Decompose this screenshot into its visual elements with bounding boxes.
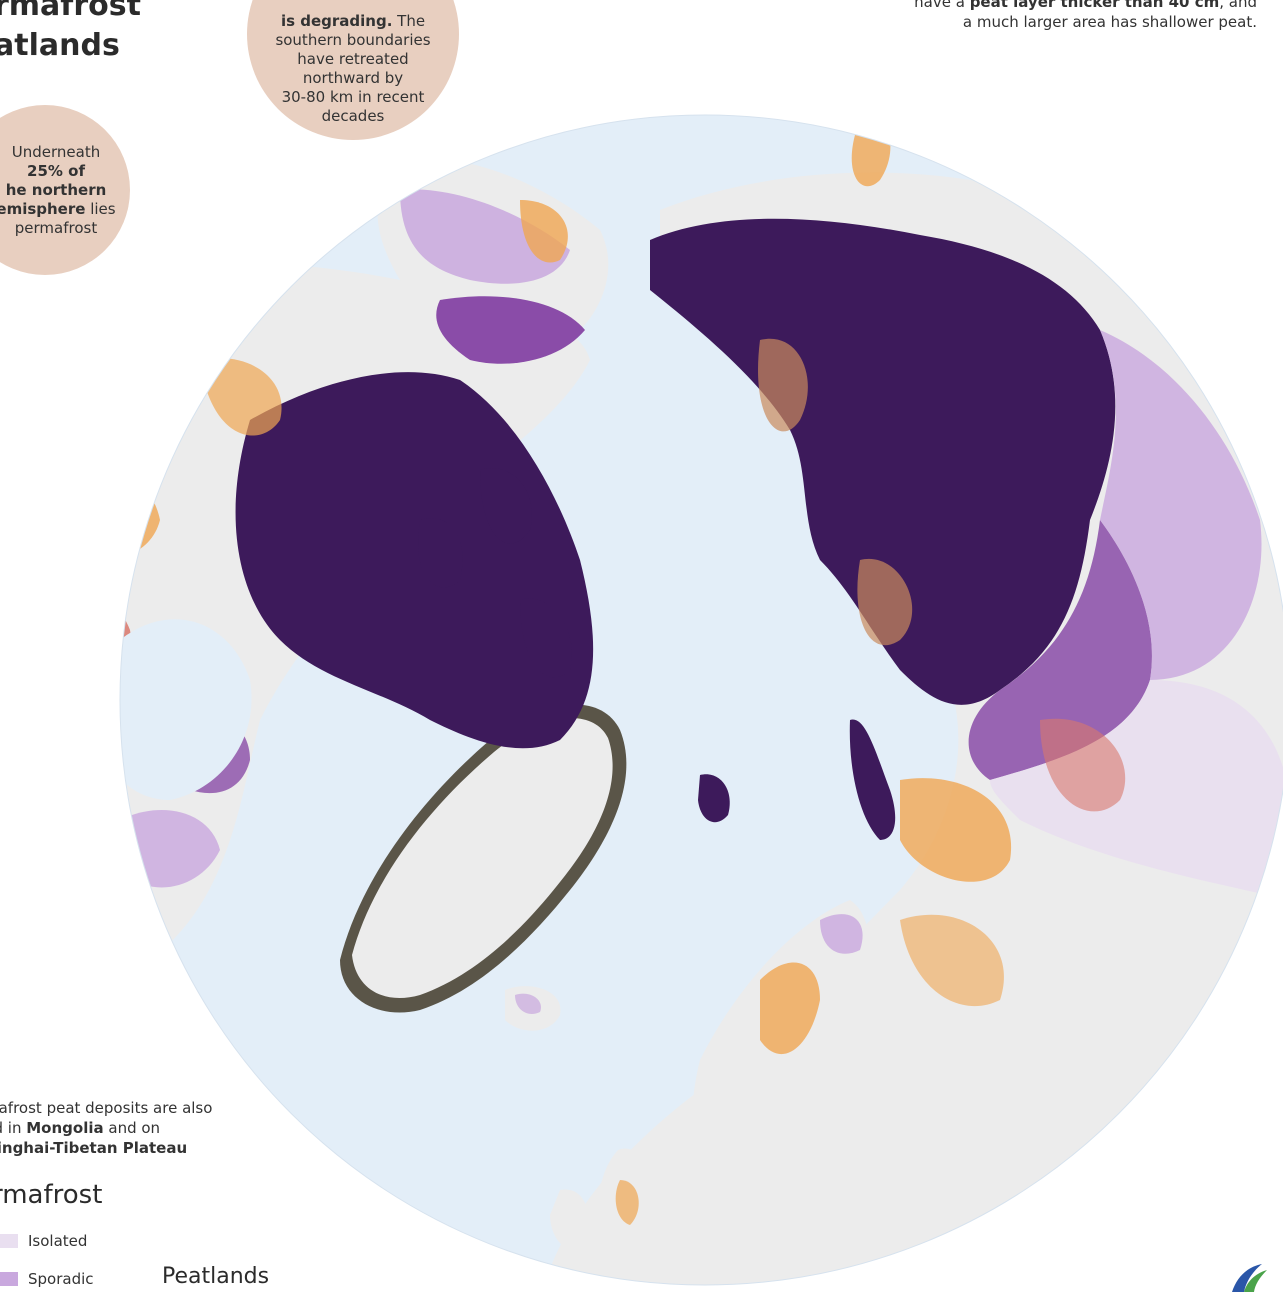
fact-bubble-top: is degrading. The southern boundaries ha… [247, 0, 459, 140]
legend-item-isolated: Isolated [0, 1232, 87, 1250]
alaska-continuous-permafrost [436, 296, 585, 364]
scandinavia-sporadic-permafrost [820, 914, 863, 954]
legend-swatch-sporadic [0, 1272, 18, 1286]
note-bl-bold3: Qinghai-Tibetan Plateau [0, 1139, 188, 1157]
bubble-top-bold: is degrading. [280, 12, 393, 30]
alaska-peat [520, 200, 568, 263]
hudson-bay [120, 619, 252, 800]
note-bl-post2: and on [103, 1119, 161, 1137]
bubble-top-line3: have retreated [297, 50, 409, 68]
legend-label-sporadic: Sporadic [28, 1270, 94, 1288]
canada-continuous-permafrost [235, 372, 594, 749]
scandinavia [692, 900, 870, 1233]
title-line-1: rmafrost [0, 0, 141, 23]
bubble-top-line6: decades [321, 107, 385, 125]
bubble-top-line5: 30-80 km in recent [281, 88, 425, 106]
novaya-zemlya [849, 719, 896, 840]
arctic-islands [480, 468, 532, 544]
siberia-sporadic-permafrost [1100, 330, 1262, 680]
greenland-ice [352, 718, 613, 999]
hudson-bay-peat [120, 583, 132, 750]
siberia-peat-patches [758, 338, 808, 432]
fact-bubble-left: Underneath 25% of he northern emisphere … [0, 105, 130, 275]
svalbard [698, 774, 730, 823]
note-tr-bold: peat layer thicker than 40 cm [969, 0, 1220, 11]
bubble-left-bold2: he northern [5, 180, 107, 199]
note-tr-pre: have a [914, 0, 970, 11]
siberia-discontinuous-permafrost [968, 520, 1152, 780]
legend-swatch-isolated [0, 1234, 18, 1248]
bubble-left-line2: lies [85, 199, 116, 218]
note-tr-line2: a much larger area has shallower peat. [962, 13, 1257, 31]
map-title: rmafrost atlands [0, 0, 141, 66]
note-tr-post: , and [1219, 0, 1257, 11]
scandinavia-peat [760, 962, 820, 1055]
alaska-sporadic-permafrost [400, 189, 570, 284]
ireland [550, 1189, 589, 1251]
note-bl-bold2: Mongolia [26, 1119, 104, 1137]
bubble-left-line1: Underneath [11, 142, 101, 161]
bubble-left-bold3: emisphere [0, 199, 86, 218]
legend-title-permafrost: rmafrost [0, 1180, 103, 1210]
note-top-right: have a peat layer thicker than 40 cm, an… [857, 0, 1257, 32]
legend-title-peatlands: Peatlands [162, 1264, 270, 1289]
legend-label-isolated: Isolated [28, 1232, 88, 1250]
note-bl-line1: mafrost peat deposits are also [0, 1099, 213, 1117]
siberia-isolated-permafrost [990, 680, 1283, 900]
title-line-2: atlands [0, 28, 120, 63]
bubble-left-bold1: 25% of [27, 161, 85, 180]
publisher-logo-icon [1232, 1264, 1267, 1292]
note-bottom-left: mafrost peat deposits are also nd in Mon… [0, 1098, 284, 1158]
bubble-top-line4: northward by [302, 69, 404, 87]
legend-item-sporadic: Sporadic [0, 1270, 94, 1288]
bubble-left-line3: permafrost [14, 218, 98, 237]
note-bl-pre2: nd in [0, 1119, 22, 1137]
bubble-top-line2: southern boundaries [275, 31, 431, 49]
bubble-top-rest1: The [392, 12, 426, 30]
